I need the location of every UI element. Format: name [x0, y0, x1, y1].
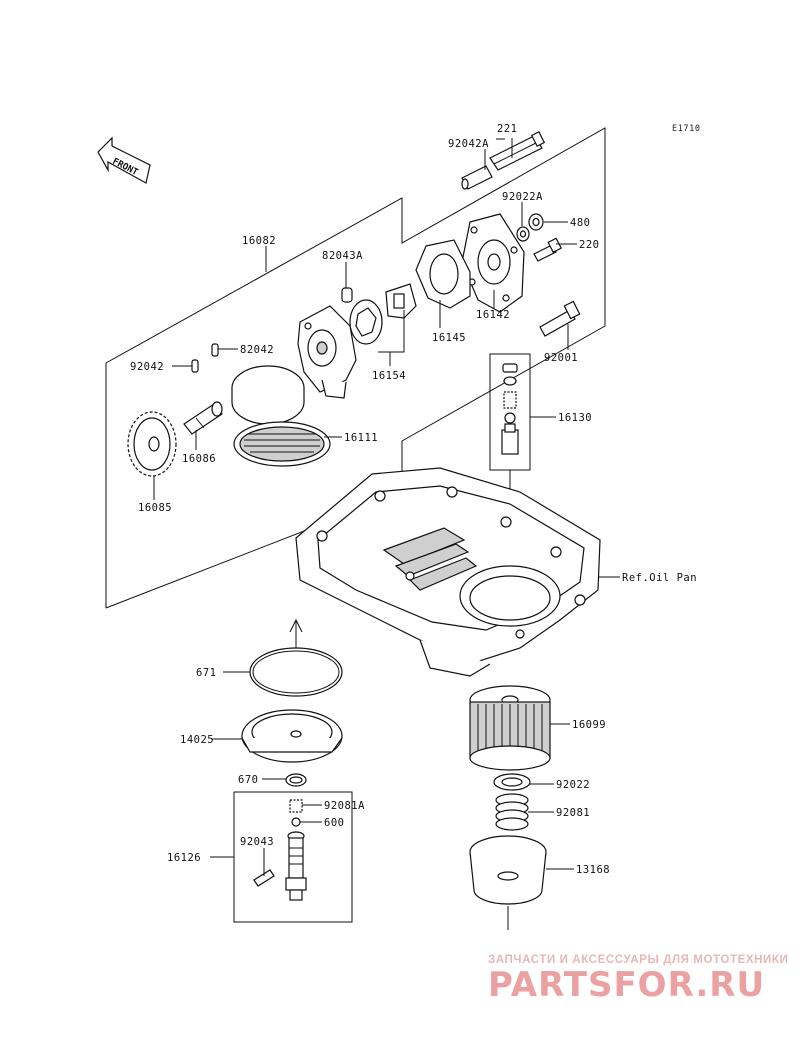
part-label: 670: [238, 774, 258, 786]
part-label: 600: [324, 817, 344, 829]
watermark-tagline: ЗАПЧАСТИ И АКСЕССУАРЫ ДЛЯ МОТОТЕХНИКИ: [488, 954, 788, 966]
part-labels: 221 92042A 92022A 480 220 16082 82043A 1…: [130, 123, 697, 876]
bypass-bolt-16126: [285, 831, 307, 901]
washer-480: [528, 213, 544, 231]
oring-670: [285, 773, 307, 787]
ref-oil-pan-label: Ref.Oil Pan: [622, 572, 697, 584]
dowel-92042: [191, 359, 199, 373]
part-label: 92081A: [324, 800, 365, 812]
dowel-82042: [211, 343, 219, 357]
spring-92081: [495, 793, 529, 831]
part-label: 92081: [556, 807, 590, 819]
pump-screen-plate: [231, 365, 305, 425]
part-label: 16082: [242, 235, 276, 247]
pin-92043: [253, 869, 275, 887]
bolt-92001: [539, 300, 581, 337]
dowel-pin-92042a: [461, 165, 493, 190]
pump-gear-16085: [127, 411, 177, 477]
part-label: 16085: [138, 502, 172, 514]
part-label: 16142: [476, 309, 510, 321]
strainer-16111: [233, 421, 331, 467]
part-label: 14025: [180, 734, 214, 746]
bolt-220: [533, 237, 562, 262]
part-label: 92043: [240, 836, 274, 848]
washer-92022: [493, 773, 531, 791]
oil-filter-16099: [469, 685, 551, 771]
oring-671: [249, 647, 343, 697]
part-label: 16154: [372, 370, 406, 382]
part-label: 671: [196, 667, 216, 679]
pump-cover-16142: [461, 213, 525, 313]
oil-pan-reference: [295, 467, 601, 677]
dowel-82043a: [341, 287, 353, 303]
part-label: 92022: [556, 779, 590, 791]
pump-rotor-16154: [349, 283, 417, 345]
diagram-code: E1710: [672, 124, 701, 134]
part-label: 92001: [544, 352, 578, 364]
part-label: 92022A: [502, 191, 543, 203]
pump-shaft-16086: [183, 401, 223, 435]
spring-92081a: [289, 799, 303, 813]
leader-lines: [153, 138, 620, 876]
part-label: 16086: [182, 453, 216, 465]
part-label: 221: [497, 123, 517, 135]
part-label: 16099: [572, 719, 606, 731]
part-label: 480: [570, 217, 590, 229]
part-label: 16130: [558, 412, 592, 424]
gasket-16145: [415, 239, 471, 309]
part-label: 92042: [130, 361, 164, 373]
bolt-221: [489, 131, 546, 171]
pump-body: [297, 305, 357, 399]
part-label: 16126: [167, 852, 201, 864]
part-label: 220: [579, 239, 599, 251]
cover-14025: [241, 709, 343, 763]
relief-valve-16130: [501, 363, 519, 455]
watermark-brand: PARTSFOR.RU: [488, 965, 765, 1005]
part-label: 16145: [432, 332, 466, 344]
part-label: 82042: [240, 344, 274, 356]
part-label: 16111: [344, 432, 378, 444]
part-label: 82043A: [322, 250, 363, 262]
part-label: 13168: [576, 864, 610, 876]
front-arrow-icon: FRONT: [97, 136, 151, 184]
washer-92022a: [516, 226, 530, 242]
oring-arrow-icon: [289, 618, 303, 633]
filter-cover-13168: [469, 835, 547, 905]
part-label: 92042A: [448, 138, 489, 150]
ball-600: [291, 817, 301, 827]
